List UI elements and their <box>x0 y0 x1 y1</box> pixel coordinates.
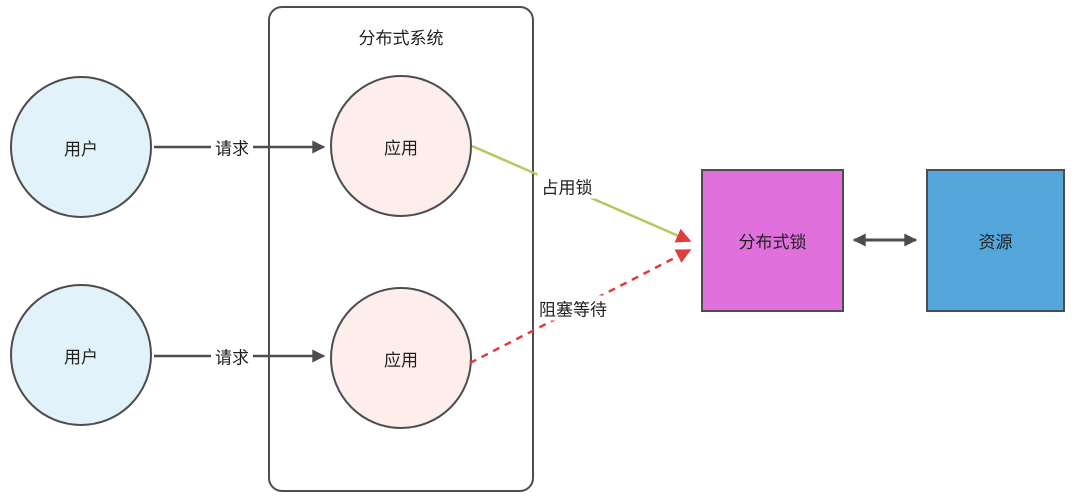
user-node-1-label: 用户 <box>64 139 98 159</box>
system-container-label: 分布式系统 <box>358 29 444 48</box>
app-node-2-label: 应用 <box>384 350 418 370</box>
user-node-2-label: 用户 <box>64 347 98 367</box>
resource-node: 资源 <box>926 169 1065 312</box>
app-node-2: 应用 <box>330 287 472 429</box>
resource-node-label: 资源 <box>978 233 1013 252</box>
app-node-1: 应用 <box>330 75 472 217</box>
user-node-1: 用户 <box>10 76 152 218</box>
blocking-wait-label: 阻塞等待 <box>535 295 611 321</box>
lock-node-label: 分布式锁 <box>738 233 807 252</box>
lock-node: 分布式锁 <box>701 169 844 312</box>
request-label-2: 请求 <box>211 343 253 369</box>
occupy-lock-label: 占用锁 <box>537 173 597 199</box>
app-node-1-label: 应用 <box>384 138 418 158</box>
request-label-1: 请求 <box>211 134 253 160</box>
user-node-2: 用户 <box>10 284 152 426</box>
